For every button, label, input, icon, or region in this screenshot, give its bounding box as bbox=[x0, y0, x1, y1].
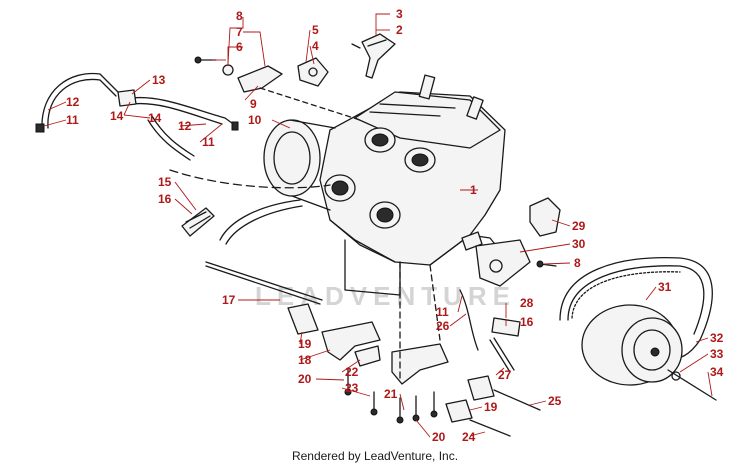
callout-7: 7 bbox=[236, 25, 243, 39]
top-hardware bbox=[194, 33, 396, 121]
callout-31: 31 bbox=[658, 280, 672, 294]
callout-labels: 1 2 3 4 5 6 7 8 8 9 10 11 11 11 12 12 13… bbox=[66, 7, 724, 444]
callout-6: 6 bbox=[236, 40, 243, 54]
callout-1: 1 bbox=[470, 183, 477, 197]
callout-16b: 16 bbox=[520, 315, 534, 329]
callout-14a: 14 bbox=[110, 109, 124, 123]
callout-25: 25 bbox=[548, 394, 562, 408]
callout-14b: 14 bbox=[148, 111, 162, 125]
callout-8a: 8 bbox=[236, 9, 243, 23]
callout-16a: 16 bbox=[158, 192, 172, 206]
drive-clutch-belt bbox=[559, 256, 717, 401]
callout-20b: 20 bbox=[432, 430, 446, 444]
right-hardware bbox=[475, 197, 561, 287]
callout-29: 29 bbox=[572, 219, 586, 233]
footer-credit: Rendered by LeadVenture, Inc. bbox=[291, 449, 459, 463]
callout-28: 28 bbox=[520, 296, 534, 310]
callout-24: 24 bbox=[462, 430, 476, 444]
callout-20a: 20 bbox=[298, 372, 312, 386]
callout-10: 10 bbox=[248, 113, 262, 127]
callout-3: 3 bbox=[396, 7, 403, 21]
callout-15: 15 bbox=[158, 175, 172, 189]
callout-34: 34 bbox=[710, 365, 724, 379]
callout-19a: 19 bbox=[298, 337, 312, 351]
callout-2: 2 bbox=[396, 23, 403, 37]
callout-11a: 11 bbox=[66, 113, 79, 127]
callout-21: 21 bbox=[384, 387, 398, 401]
callout-32: 32 bbox=[710, 331, 724, 345]
callout-4: 4 bbox=[312, 39, 319, 53]
callout-12a: 12 bbox=[66, 95, 80, 109]
callout-23: 23 bbox=[345, 381, 359, 395]
callout-5: 5 bbox=[312, 23, 319, 37]
callout-11c: 11 bbox=[436, 305, 449, 319]
callout-22: 22 bbox=[345, 365, 359, 379]
callout-9: 9 bbox=[250, 97, 257, 111]
callout-12b: 12 bbox=[178, 119, 192, 133]
callout-27: 27 bbox=[498, 368, 512, 382]
callout-30: 30 bbox=[572, 237, 586, 251]
callout-18: 18 bbox=[298, 353, 312, 367]
callout-8b: 8 bbox=[574, 256, 581, 270]
leader-lines bbox=[43, 13, 713, 438]
engine-mounts bbox=[205, 261, 541, 437]
callout-33: 33 bbox=[710, 347, 724, 361]
callout-11b: 11 bbox=[202, 135, 215, 149]
callout-17: 17 bbox=[222, 293, 236, 307]
callout-26: 26 bbox=[436, 319, 450, 333]
coolant-hoses bbox=[35, 72, 331, 189]
left-hardware bbox=[181, 199, 303, 245]
callout-19b: 19 bbox=[484, 400, 498, 414]
callout-13: 13 bbox=[152, 73, 166, 87]
engine-assembly bbox=[263, 74, 506, 296]
